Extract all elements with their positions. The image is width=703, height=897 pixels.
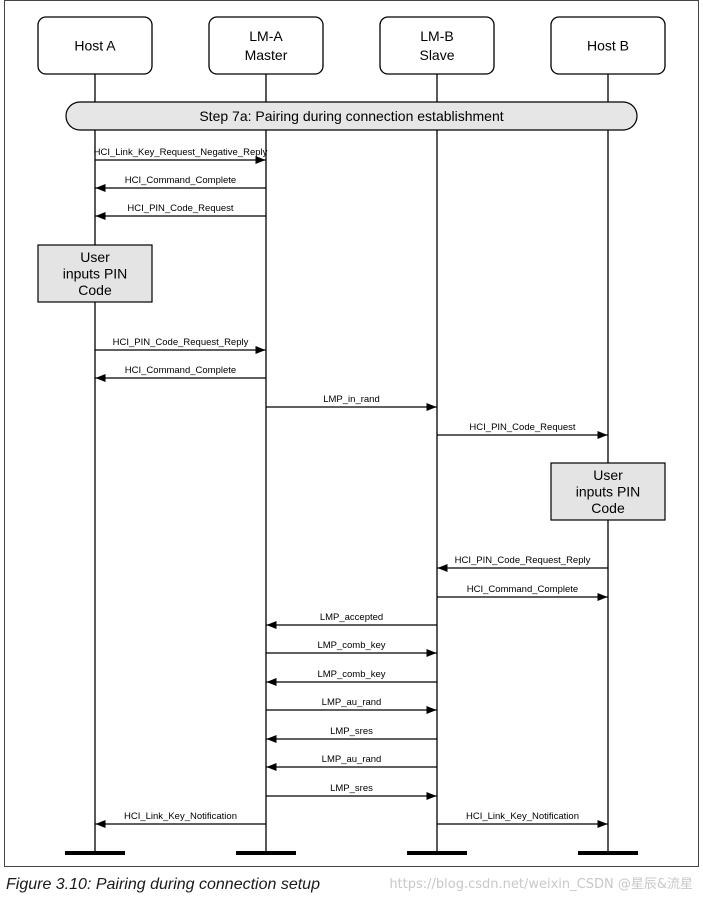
watermark-text: https://blog.csdn.net/weixin_CSDN @星辰&流星 — [389, 877, 693, 892]
message-arrow: LMP_au_rand — [266, 697, 437, 714]
message-label: HCI_Link_Key_Request_Negative_Reply — [94, 147, 268, 158]
message-arrow: HCI_Command_Complete — [437, 584, 608, 601]
message-arrow: LMP_sres — [266, 726, 437, 743]
host-b-head-box — [550, 16, 666, 75]
message-label: LMP_au_rand — [322, 754, 382, 765]
note-text-line: User — [593, 467, 623, 483]
host-a-head: Host A — [37, 16, 153, 75]
message-label: LMP_comb_key — [317, 669, 385, 680]
message-label: HCI_PIN_Code_Request_Reply — [455, 555, 591, 566]
message-label: LMP_in_rand — [323, 394, 380, 405]
message-label: HCI_Command_Complete — [125, 175, 236, 186]
lm-b-head-box — [379, 16, 495, 75]
message-arrow: HCI_Command_Complete — [95, 365, 266, 382]
note-text-line: Code — [591, 500, 625, 516]
message-arrow: HCI_Link_Key_Request_Negative_Reply — [94, 147, 268, 164]
note-text-line: Code — [78, 282, 112, 298]
note-text-line: inputs PIN — [576, 484, 641, 500]
step-banner: Step 7a: Pairing during connection estab… — [65, 101, 638, 131]
message-label: HCI_Command_Complete — [125, 365, 236, 376]
step-banner-text: Step 7a: Pairing during connection estab… — [199, 108, 503, 124]
lm-b-head: LM-B Slave — [379, 16, 495, 75]
note-box — [550, 462, 666, 521]
message-label: HCI_PIN_Code_Request — [469, 422, 576, 433]
sequence-diagram: Host A LM-A Master LM-B Slave Host B Step 7a:… — [4, 0, 699, 867]
note-box — [37, 244, 153, 303]
message-label: HCI_Command_Complete — [467, 584, 578, 595]
host-b-head: Host B — [550, 16, 666, 75]
step-banner-box — [65, 101, 638, 131]
host-b-label-line: Host B — [587, 38, 629, 54]
lm-a-head: LM-A Master — [208, 16, 324, 75]
lm-a-label-line: Master — [245, 47, 288, 63]
lm-a-label-line: LM-A — [249, 28, 283, 44]
message-arrow: HCI_PIN_Code_Request_Reply — [95, 337, 266, 354]
message-label: HCI_Link_Key_Notification — [124, 811, 237, 822]
message-label: LMP_sres — [330, 726, 373, 737]
message-arrow: LMP_sres — [266, 783, 437, 800]
message-arrow: LMP_au_rand — [266, 754, 437, 771]
message-label: HCI_PIN_Code_Request — [127, 203, 234, 214]
message-arrow: HCI_Link_Key_Notification — [95, 811, 266, 828]
host-a-label-line: Host A — [74, 38, 116, 54]
lm-b-label-line: LM-B — [420, 28, 453, 44]
message-arrow: HCI_PIN_Code_Request — [95, 203, 266, 220]
message-arrow: LMP_comb_key — [266, 669, 437, 686]
message-label: LMP_sres — [330, 783, 373, 794]
message-label: HCI_Link_Key_Notification — [466, 811, 579, 822]
message-label: LMP_comb_key — [317, 640, 385, 651]
message-label: LMP_au_rand — [322, 697, 382, 708]
message-label: HCI_PIN_Code_Request_Reply — [113, 337, 249, 348]
message-label: LMP_accepted — [320, 612, 383, 623]
note-text-line: User — [80, 249, 110, 265]
message-arrow: LMP_comb_key — [266, 640, 437, 657]
message-arrow: LMP_in_rand — [266, 394, 437, 411]
host-a-head-box — [37, 16, 153, 75]
message-arrow: HCI_Command_Complete — [95, 175, 266, 192]
message-arrow: HCI_PIN_Code_Request_Reply — [437, 555, 608, 572]
message-arrow: LMP_accepted — [266, 612, 437, 629]
lm-a-head-box — [208, 16, 324, 75]
note-text-line: inputs PIN — [63, 266, 128, 282]
lm-b-label-line: Slave — [419, 47, 454, 63]
diagram-frame — [4, 0, 699, 867]
message-arrow: HCI_Link_Key_Notification — [437, 811, 608, 828]
figure-caption: Figure 3.10: Pairing during connection s… — [6, 876, 320, 893]
message-arrow: HCI_PIN_Code_Request — [437, 422, 608, 439]
